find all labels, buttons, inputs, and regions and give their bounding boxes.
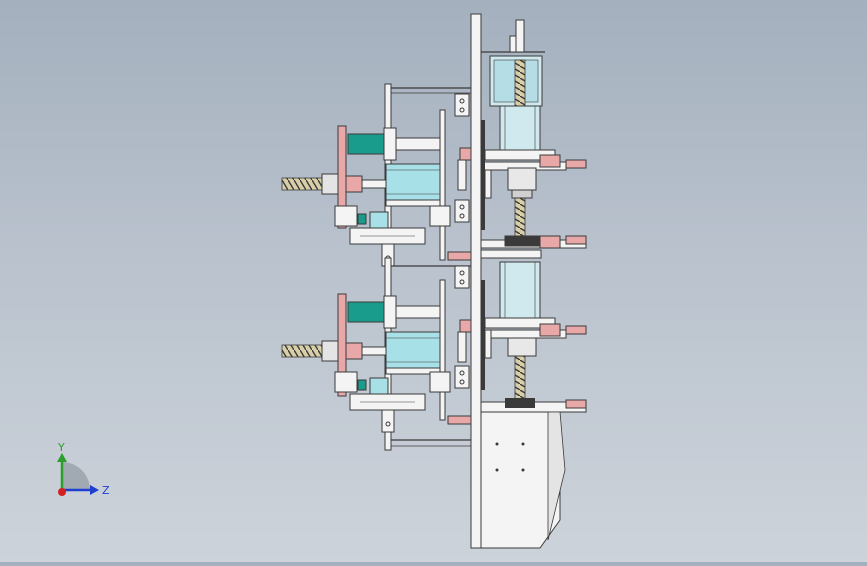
z-axis-arrowhead: [90, 485, 99, 495]
coordinate-triad: Y Z: [40, 440, 120, 510]
main-vertical-plate: [470, 13, 482, 549]
triad-graphic: Y Z: [57, 441, 110, 497]
upper-left-module: [281, 83, 472, 271]
y-axis-arrowhead: [57, 453, 67, 462]
upper-right-guide: [480, 105, 587, 199]
plate-side-rails: [481, 120, 492, 390]
lower-left-module: [281, 257, 472, 451]
z-axis-label: Z: [102, 484, 110, 497]
triad-quadrant-shape: [62, 462, 90, 490]
bottom-housing: [480, 398, 587, 549]
y-axis-label: Y: [57, 441, 65, 454]
middle-bracket: [480, 235, 587, 259]
top-bracket: [481, 19, 545, 107]
lower-right-guide: [480, 261, 587, 357]
lead-screw-lower: [514, 354, 526, 406]
x-axis-dot: [58, 488, 66, 496]
